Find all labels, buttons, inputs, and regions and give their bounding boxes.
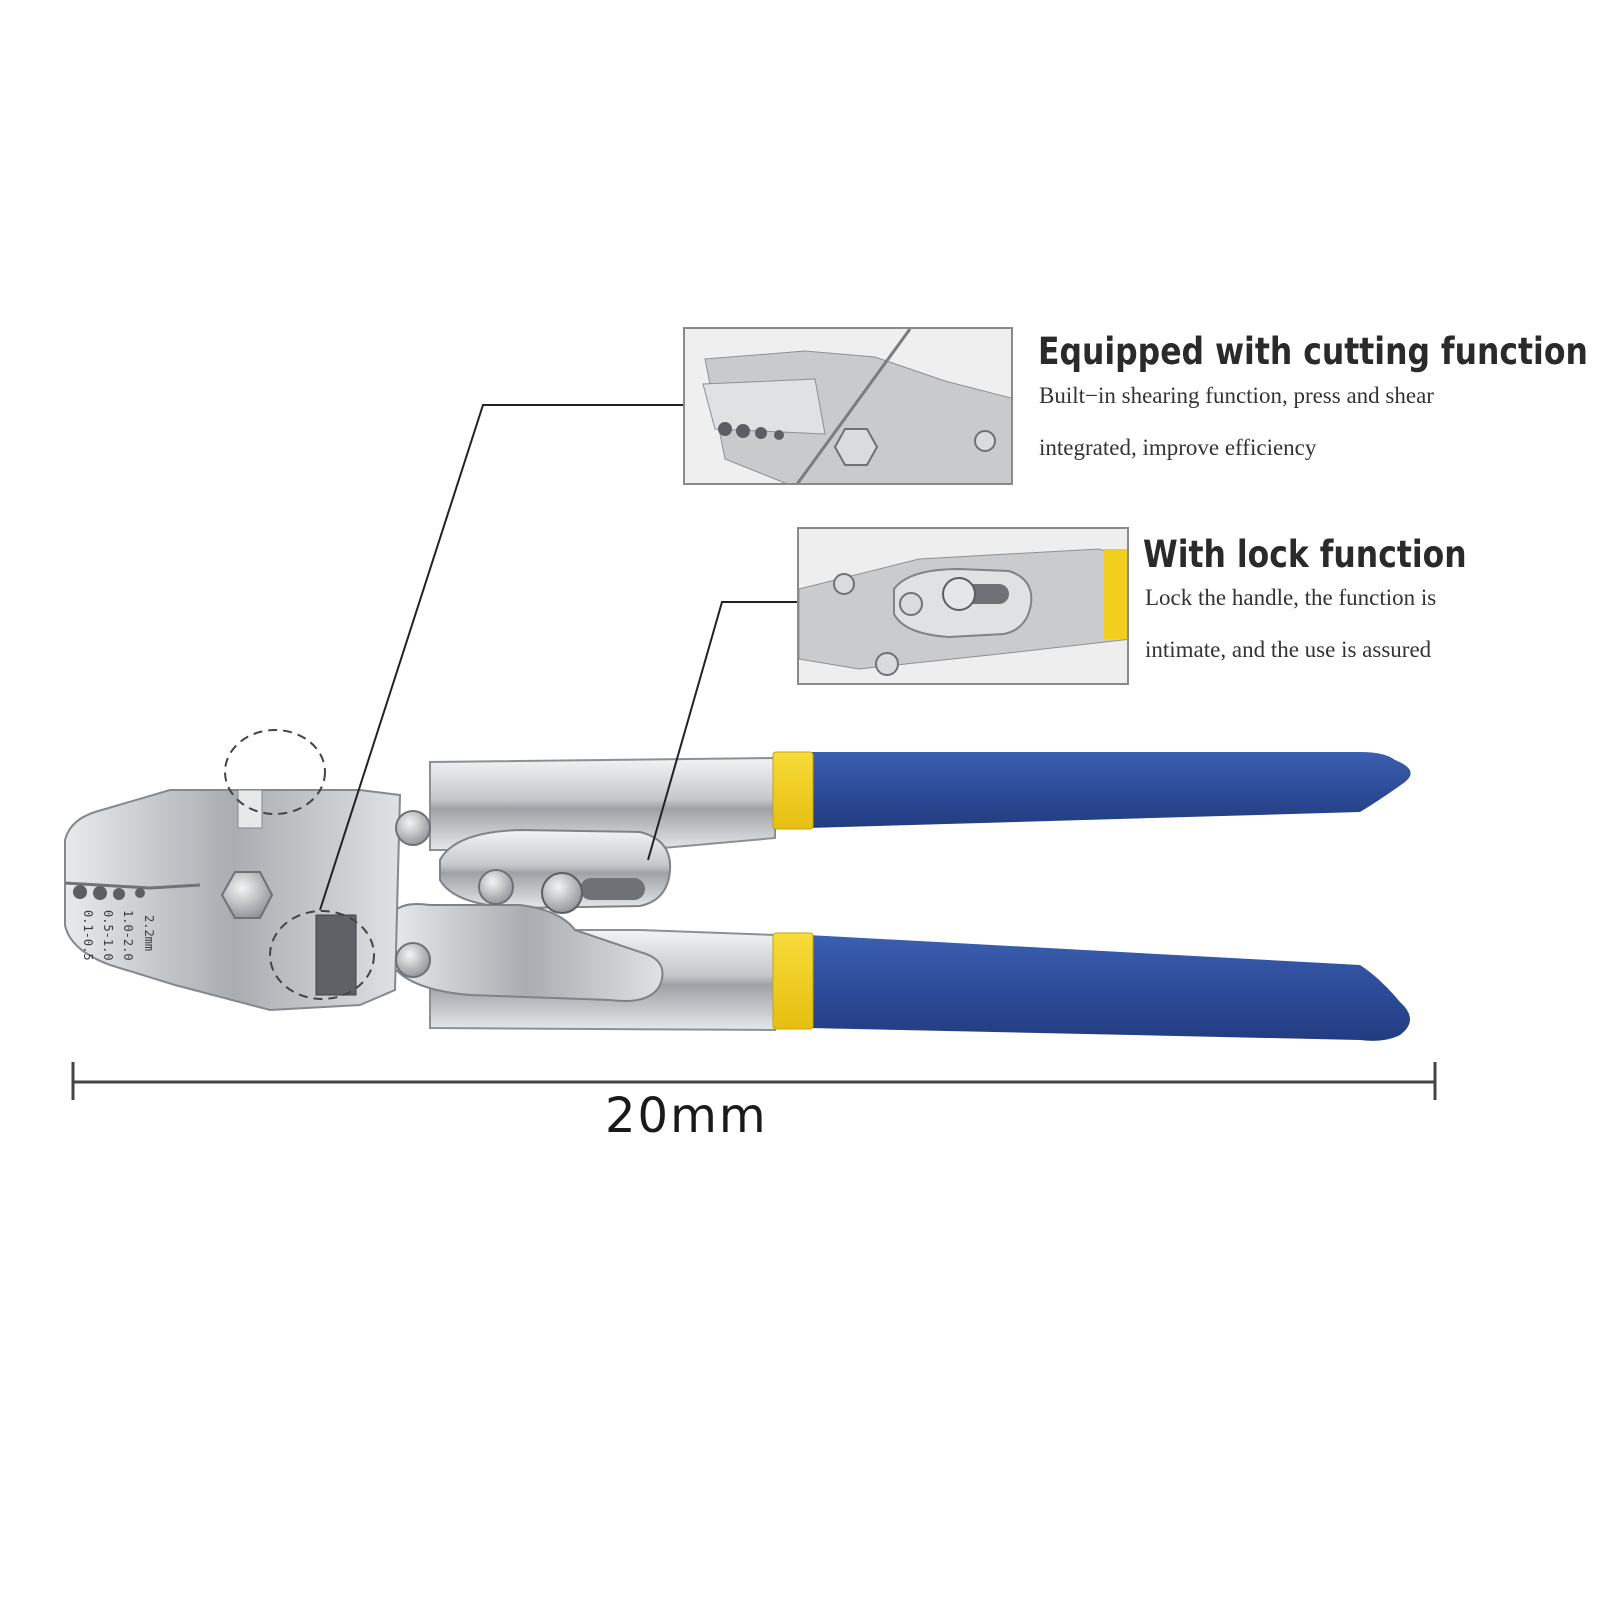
lower-handle-grip: [808, 935, 1410, 1041]
jaw-size-2: 0.5-1.0: [101, 910, 115, 961]
hex-bolt-main: [220, 871, 274, 919]
lock-callout-line: [647, 601, 800, 861]
lower-link-plate: [388, 903, 664, 1002]
upper-handle-grip: [808, 752, 1411, 828]
cutting-closeup-illustration: [685, 329, 1011, 483]
cutter-blade: [315, 914, 357, 996]
lock-slot: [580, 878, 645, 900]
cutting-feature-title: Equipped with cutting function: [1038, 330, 1588, 373]
cutting-callout-line: [319, 404, 683, 911]
cutter-highlight-circle-top: [224, 729, 326, 815]
lower-yellow-collar: [772, 932, 814, 1030]
crimp-notches: [73, 885, 145, 900]
upper-yellow-collar: [772, 751, 814, 830]
lock-closeup-illustration: [799, 529, 1127, 683]
cutting-feature-desc-line1: Built−in shearing function, press and sh…: [1039, 383, 1434, 408]
dimension-label: 20mm: [605, 1088, 768, 1144]
lock-feature-desc-line2: intimate, and the use is assured: [1145, 637, 1432, 662]
lock-function-inset-photo: [797, 527, 1129, 685]
jaw-divide-line: [64, 881, 201, 890]
rivet-upper: [395, 810, 431, 846]
dimension-line: [71, 1062, 1437, 1100]
cutter-highlight-circle-bottom: [269, 910, 375, 1000]
lock-feature-desc-line1: Lock the handle, the function is: [1145, 585, 1437, 610]
jaw-size-4: 2.2mm: [142, 915, 156, 951]
lock-feature-title: With lock function: [1143, 533, 1467, 576]
upper-arm-plate: [429, 756, 776, 851]
cutting-function-inset-photo: [683, 327, 1013, 485]
rivet-lower: [395, 942, 431, 978]
cutting-feature-desc-line2: integrated, improve efficiency: [1039, 435, 1317, 460]
lock-knob: [541, 872, 583, 914]
jaw-size-3: 1.0-2.0: [121, 910, 135, 961]
jaw-size-engravings: 0.1-0.5 0.5-1.0 1.0-2.0 2.2mm: [81, 910, 156, 961]
jaw-size-1: 0.1-0.5: [81, 910, 95, 961]
rivet-center: [478, 869, 514, 905]
